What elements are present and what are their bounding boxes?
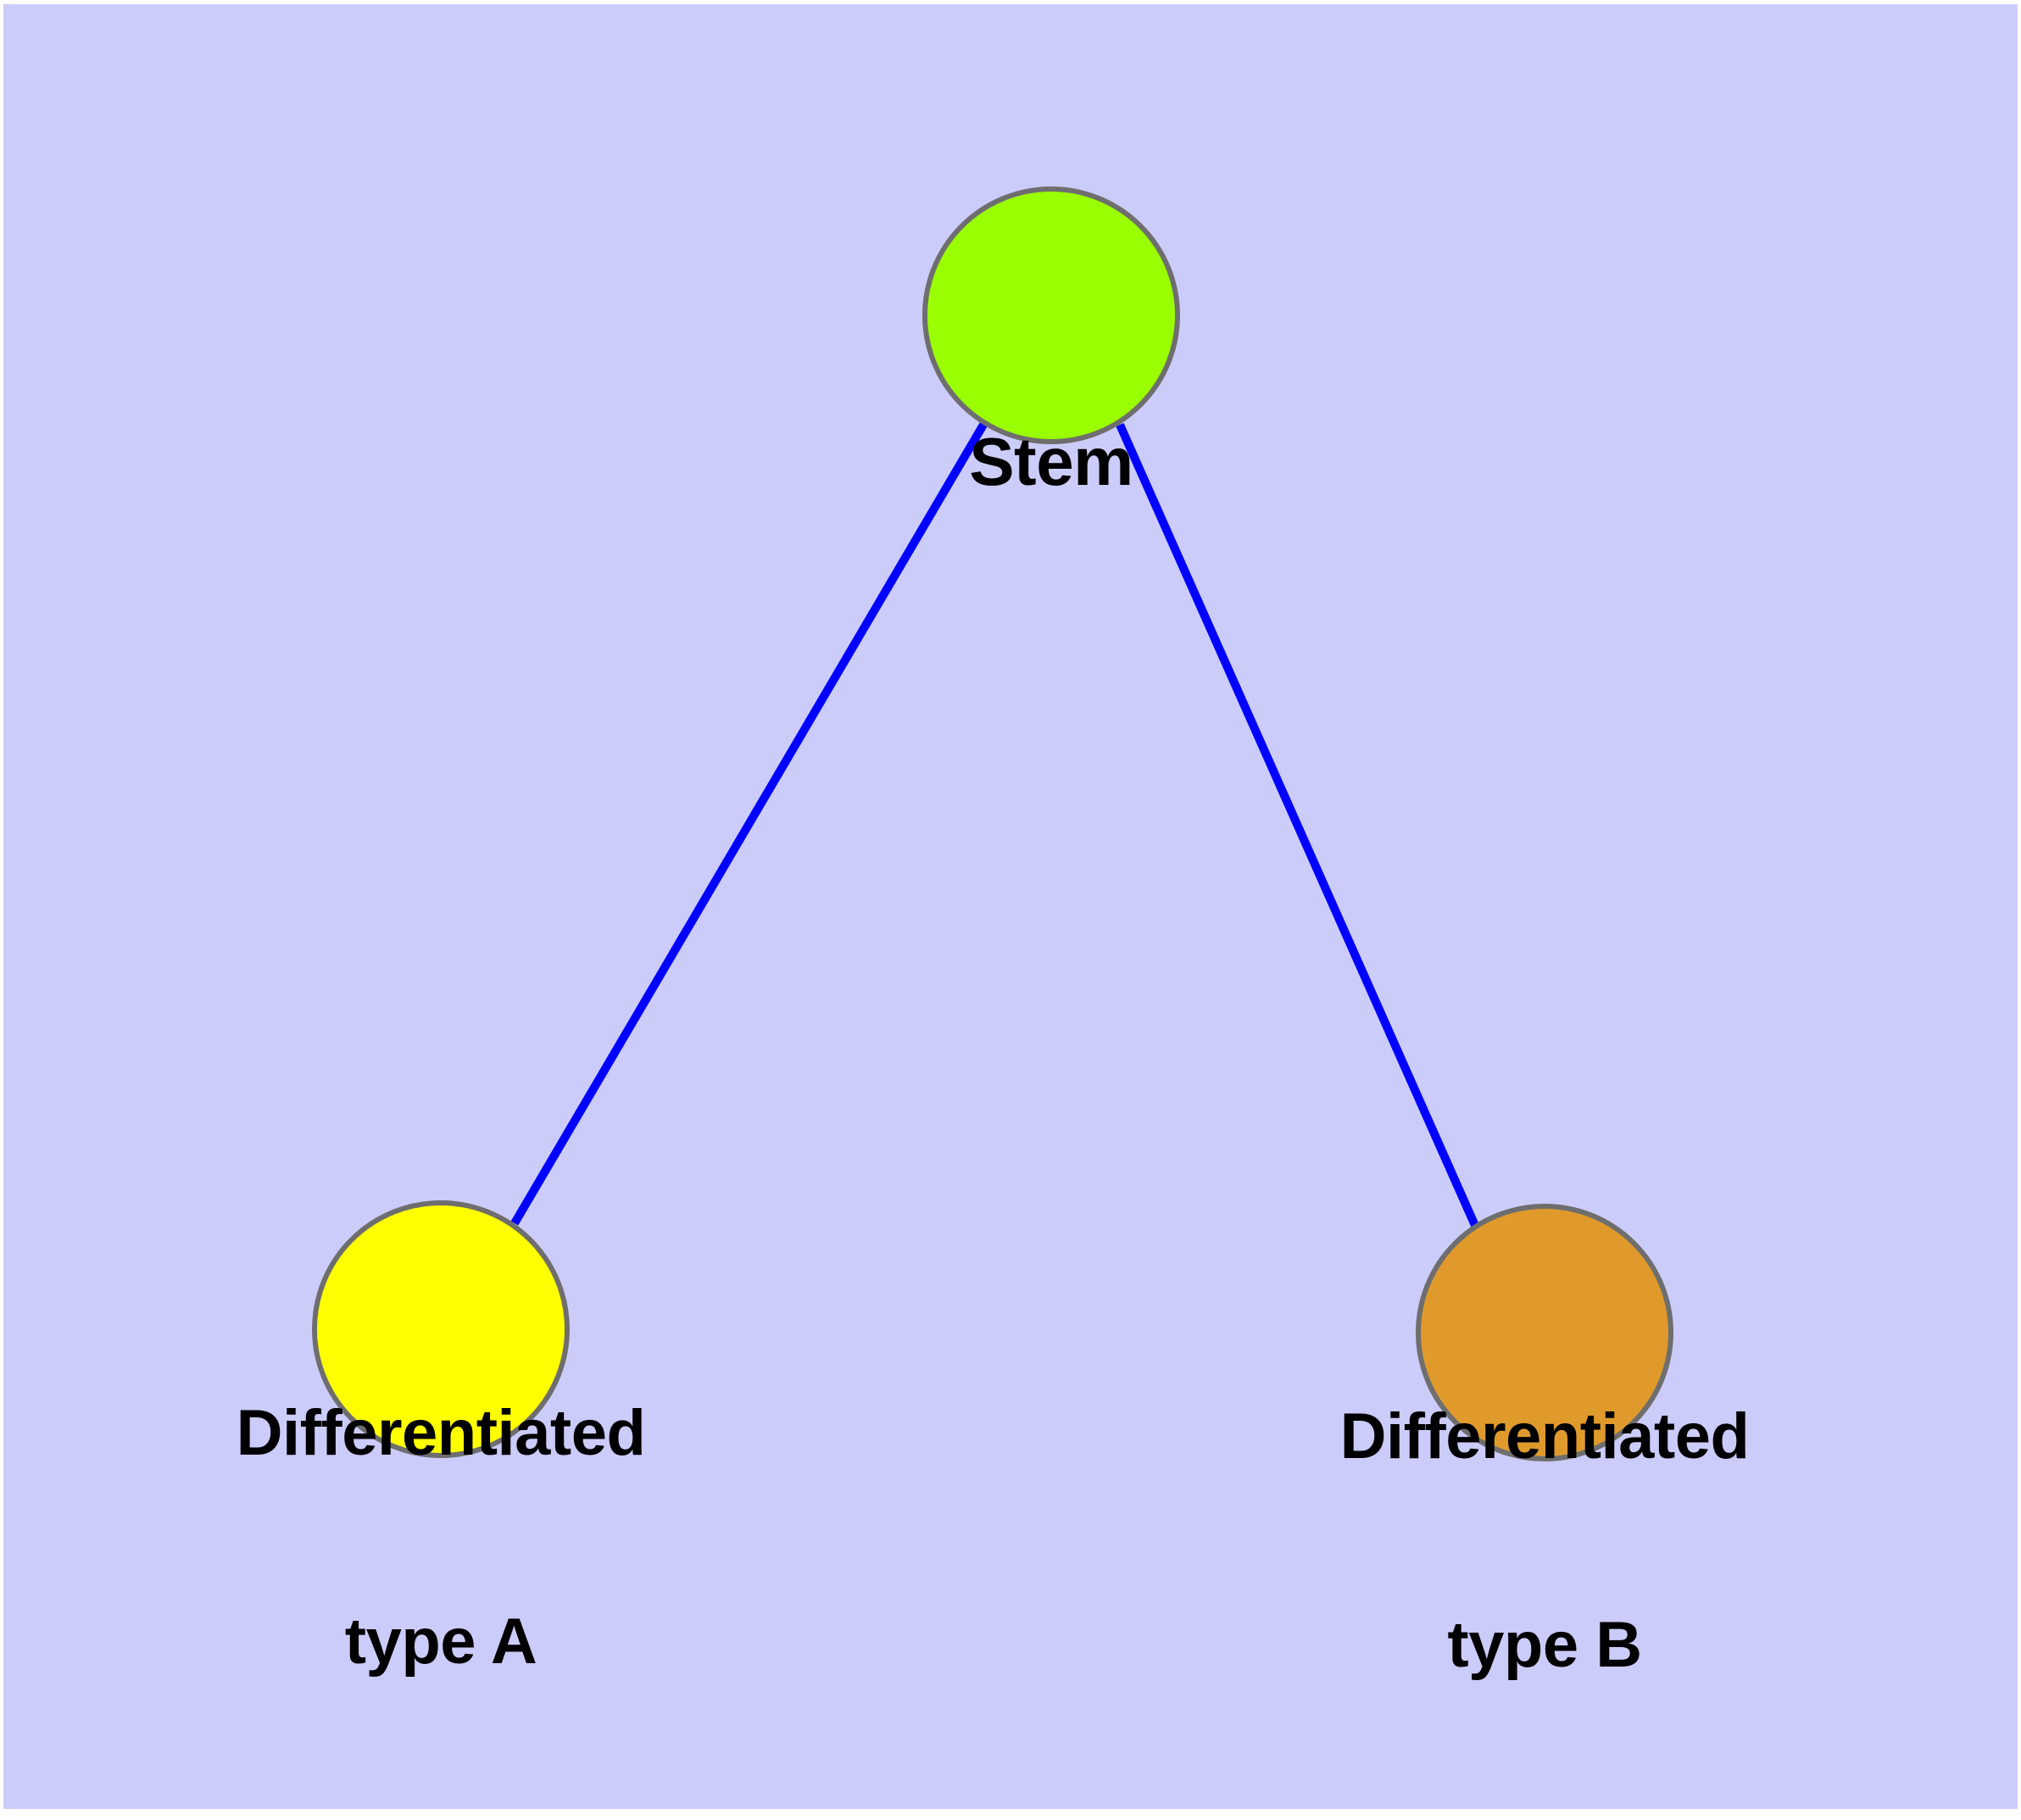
- node-differentiated-type-b[interactable]: [1416, 1204, 1673, 1461]
- node-label-differentiated-type-b-line-2: type B: [1447, 1609, 1642, 1682]
- node-label-differentiated-type-a-line-2: type A: [344, 1606, 537, 1678]
- node-stem[interactable]: [922, 186, 1180, 444]
- node-differentiated-type-a[interactable]: [312, 1200, 570, 1458]
